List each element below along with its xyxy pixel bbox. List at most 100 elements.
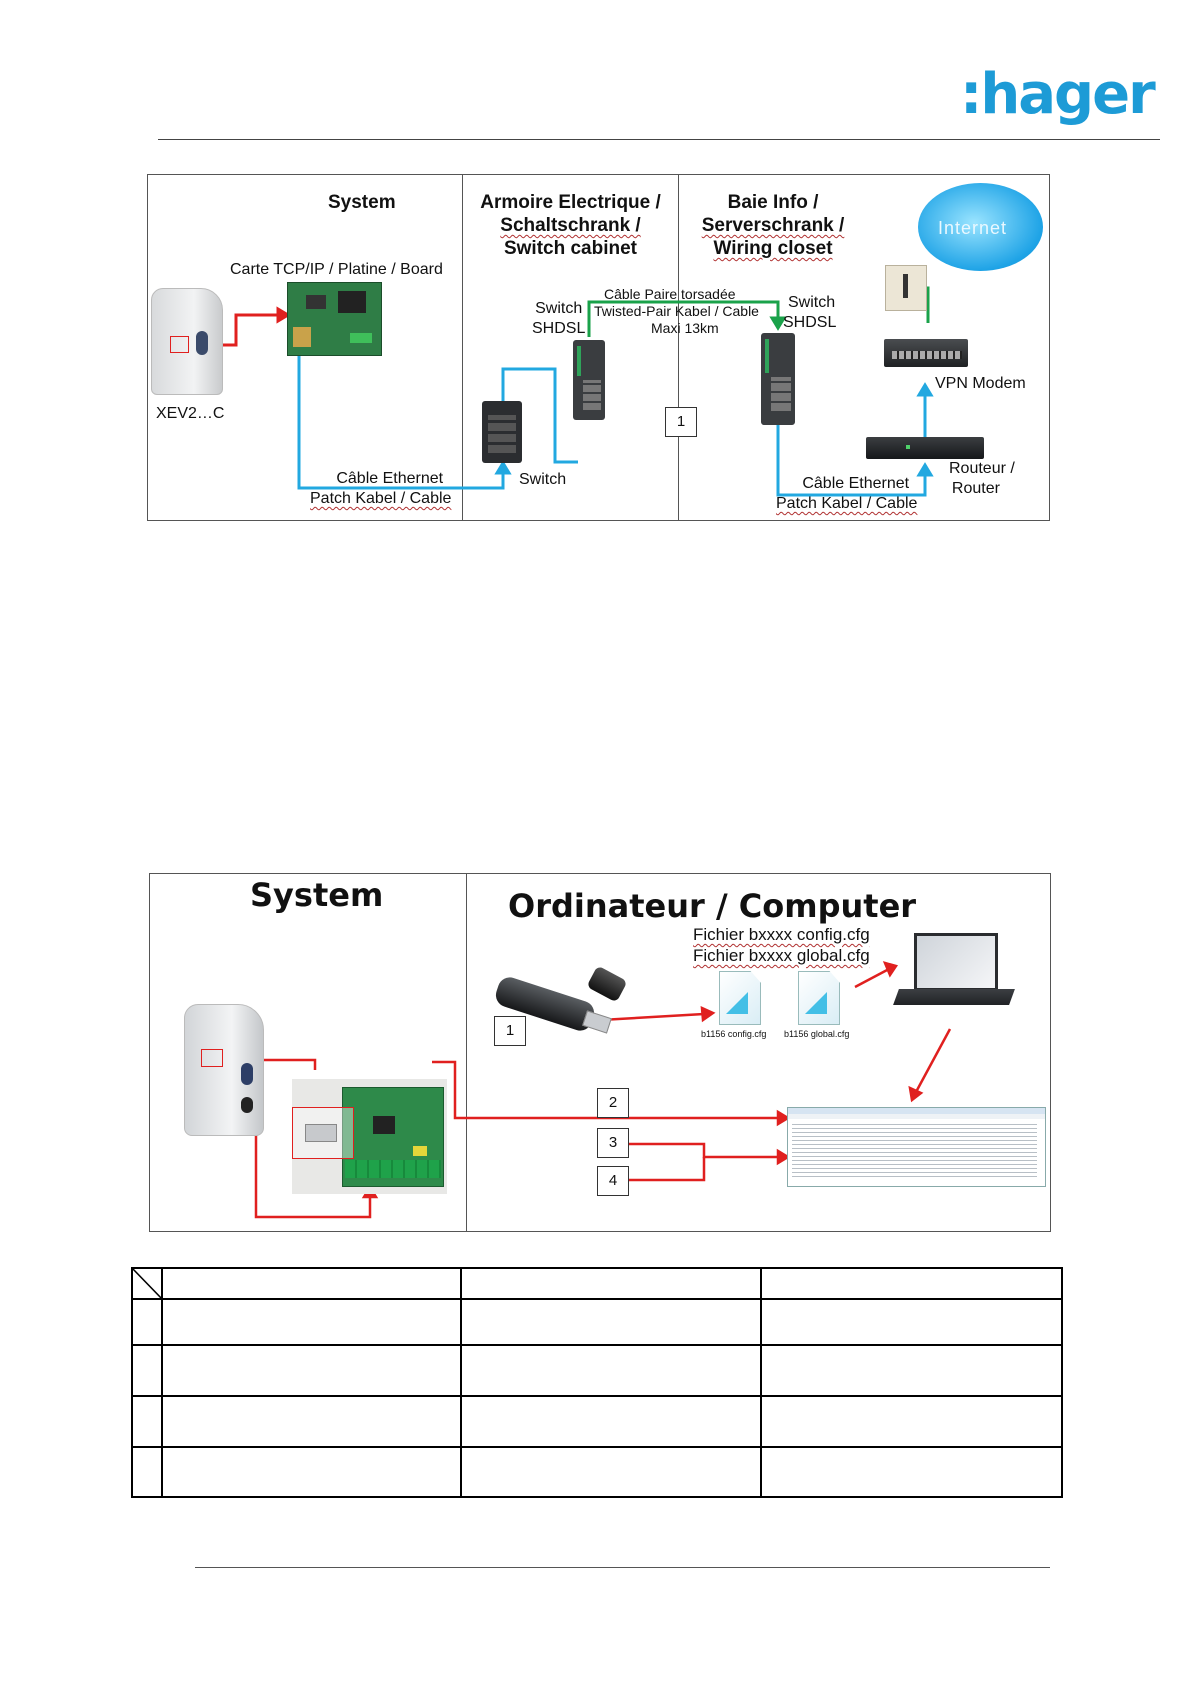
highlight-box — [170, 336, 189, 353]
label-line: SHDSL — [783, 314, 837, 331]
charging-station-image — [151, 288, 223, 395]
file-icon-config: b1156 config.cfg — [701, 967, 773, 1047]
label-line: Maxi 13km — [651, 320, 719, 336]
corner-cell — [131, 1266, 163, 1301]
router-label: Routeur / Router — [949, 459, 1015, 499]
config-editor-image — [787, 1107, 1046, 1187]
ethernet-port — [293, 327, 311, 347]
file-icon-global: b1156 global.cfg — [784, 967, 856, 1047]
blue-links — [297, 355, 934, 497]
config-diagram: System Ordinateur / Computer Fichier bxx… — [149, 873, 1051, 1232]
file-line-2: Fichier bxxxx global.cfg — [693, 946, 870, 966]
pcb — [342, 1087, 444, 1187]
title-line: Schaltschrank / — [500, 215, 641, 236]
laptop-image — [892, 929, 1016, 1021]
diagonal-line — [133, 1269, 163, 1300]
switch-label: Switch — [519, 471, 567, 488]
table-cell — [759, 1343, 1064, 1398]
ethernet-label-right: Câble Ethernet Patch Kabel / Cable — [776, 474, 917, 514]
config-connections — [236, 961, 952, 1219]
led — [906, 445, 910, 449]
shdsl-left-label: Switch SHDSL — [532, 299, 585, 339]
label-line: Switch — [535, 300, 583, 317]
editor-text — [792, 1122, 1037, 1180]
red-arrows — [236, 961, 952, 1219]
table-cell — [460, 1395, 762, 1448]
ports — [583, 380, 601, 410]
laptop-screen — [914, 933, 998, 991]
table-cell — [759, 1298, 1064, 1346]
file-name: b1156 config.cfg — [701, 1029, 767, 1039]
table-row — [131, 1298, 1064, 1346]
column-divider — [462, 175, 463, 520]
chip — [306, 295, 326, 309]
table-cell — [759, 1266, 1064, 1301]
title-line: Switch cabinet — [503, 238, 638, 259]
controller-board-image — [292, 1079, 447, 1194]
logo-text: :hager — [960, 62, 1156, 127]
label-line: Câble Ethernet — [802, 475, 910, 492]
table-cell — [460, 1298, 762, 1346]
network-diagram: System Armoire Electrique / Schaltschran… — [147, 174, 1050, 521]
led-strip — [765, 339, 769, 373]
label-line: Câble Ethernet — [336, 470, 444, 487]
shdsl-switch-right-image — [761, 333, 795, 425]
file-name: b1156 global.cfg — [784, 1029, 850, 1039]
ethernet-label-left: Câble Ethernet Patch Kabel / Cable — [310, 469, 451, 509]
callout-box-4: 4 — [597, 1166, 629, 1196]
document-icon — [719, 971, 761, 1025]
led-strip — [577, 346, 581, 376]
table-header-row — [131, 1266, 1064, 1301]
callout-box-3: 3 — [597, 1128, 629, 1158]
hager-logo: :hager — [960, 62, 1160, 132]
column-title-closet: Baie Info / Serverschrank / Wiring close… — [688, 191, 858, 260]
ports — [892, 351, 962, 359]
empty-table — [131, 1266, 1064, 1499]
highlight-box — [201, 1049, 223, 1067]
connector — [350, 333, 372, 343]
label-line: SHDSL — [532, 320, 586, 337]
callout-box-2: 2 — [597, 1088, 629, 1118]
internet-label: Internet — [938, 218, 1008, 238]
chip — [338, 291, 366, 313]
tcpip-board-image — [287, 282, 382, 356]
table-row — [131, 1343, 1064, 1398]
twisted-pair-label: Câble Paire torsadée Twisted-Pair Kabel … — [594, 286, 759, 337]
callout-box-1: 1 — [494, 1016, 526, 1046]
chip — [373, 1116, 395, 1134]
label-line: Routeur / — [949, 460, 1015, 477]
usb-key — [305, 1124, 337, 1142]
table-cell — [160, 1395, 463, 1448]
table-cell — [131, 1343, 163, 1398]
yellow-component — [413, 1146, 427, 1156]
table-cell — [759, 1395, 1064, 1448]
table-cell — [131, 1445, 163, 1499]
ports — [488, 415, 516, 453]
table-row — [131, 1395, 1064, 1448]
column-divider — [678, 175, 679, 520]
table-cell — [460, 1445, 762, 1499]
table-cell — [131, 1395, 163, 1448]
charging-station-image — [184, 1004, 264, 1136]
table-cell — [160, 1298, 463, 1346]
document-icon — [798, 971, 840, 1025]
usb-key-highlight — [292, 1107, 354, 1159]
wifi-antenna-image — [885, 265, 927, 311]
system-title: System — [250, 876, 384, 914]
computer-title: Ordinateur / Computer — [508, 887, 917, 925]
antenna — [903, 274, 908, 298]
table-cell — [759, 1445, 1064, 1499]
column-divider — [466, 874, 467, 1231]
label-line: Twisted-Pair Kabel / Cable — [594, 303, 759, 319]
title-line: Wiring closet — [713, 238, 833, 259]
table-cell — [460, 1343, 762, 1398]
document-mark — [805, 992, 827, 1014]
laptop-base — [893, 989, 1015, 1005]
editor-titlebar — [788, 1108, 1045, 1114]
file-line-1: Fichier bxxxx config.cfg — [693, 925, 870, 945]
column-title-system: System — [328, 192, 396, 213]
socket — [196, 331, 208, 355]
din-switch-image — [482, 401, 522, 463]
device-label: XEV2…C — [156, 405, 225, 422]
table-cell — [160, 1266, 463, 1301]
